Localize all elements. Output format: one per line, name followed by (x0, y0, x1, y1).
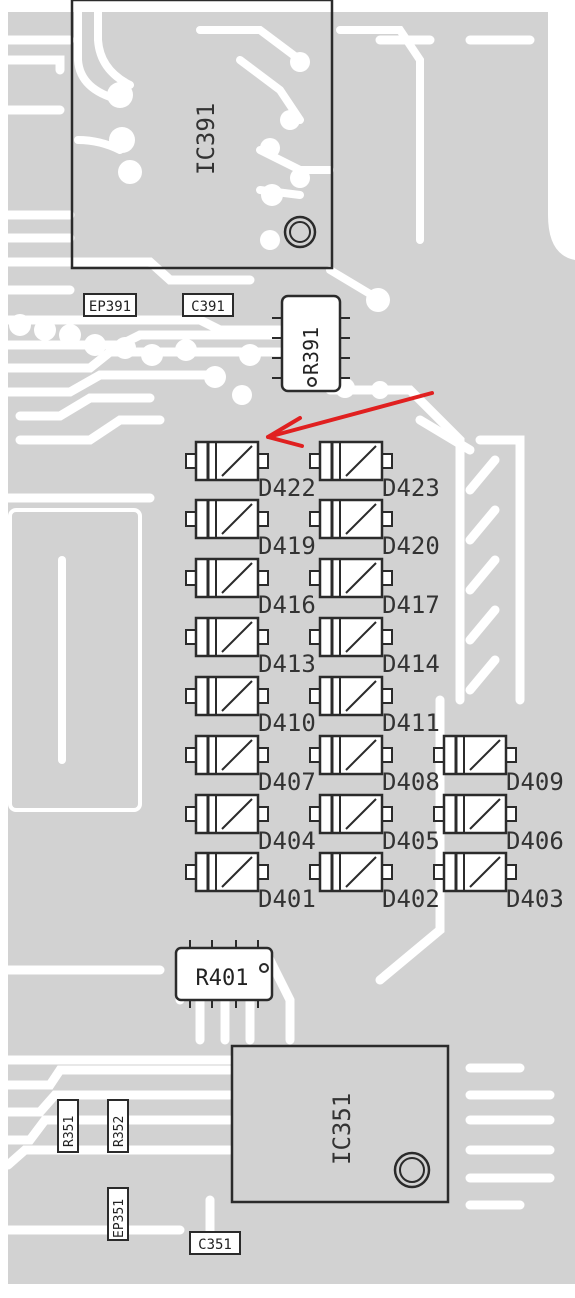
diode-label: D419 (258, 532, 316, 560)
diode-d405: D405 (309, 793, 440, 855)
diode-label: D407 (258, 768, 316, 796)
diode-d413: D413 (185, 616, 316, 678)
r352-label: R352 (112, 1116, 127, 1147)
ic351-stubs (205, 35, 555, 1250)
diode-label: D413 (258, 650, 316, 678)
r351-label: R351 (62, 1116, 77, 1147)
r401-label: R401 (196, 966, 249, 991)
ic391: IC391 (70, 0, 334, 270)
right-traces (175, 385, 525, 1045)
c391: C391 (182, 293, 234, 317)
diode-d419: D419 (185, 498, 316, 560)
r352: R352 (107, 1099, 129, 1153)
diode-d403: D403 (433, 851, 564, 913)
diode-label: D405 (382, 827, 440, 855)
ep351-label: EP351 (112, 1199, 127, 1238)
diode-d414: D414 (309, 616, 440, 678)
r351: R351 (57, 1099, 79, 1153)
annotation-arrow (266, 391, 434, 448)
diode-label: D403 (506, 885, 564, 913)
copper-pour-left (8, 508, 142, 812)
r391: R391 (272, 294, 350, 393)
diode-label: D409 (506, 768, 564, 796)
diode-d417: D417 (309, 557, 440, 619)
diode-d404: D404 (185, 793, 316, 855)
ic391-pads (107, 52, 310, 250)
diode-d420: D420 (309, 498, 440, 560)
ep351: EP351 (107, 1187, 129, 1241)
diode-d423: D423 (309, 440, 440, 502)
diode-d409: D409 (433, 734, 564, 796)
ep391-label: EP391 (89, 299, 131, 315)
diode-label: D401 (258, 885, 316, 913)
diode-label: D406 (506, 827, 564, 855)
diode-label: D422 (258, 474, 316, 502)
ic351-label: IC351 (328, 1093, 356, 1165)
diode-d410: D410 (185, 675, 316, 737)
c351: C351 (189, 1231, 241, 1255)
diode-label: D420 (382, 532, 440, 560)
c351-label: C351 (198, 1237, 232, 1253)
diode-d402: D402 (309, 851, 440, 913)
diode-d406: D406 (433, 793, 564, 855)
diode-label: D404 (258, 827, 316, 855)
diode-d408: D408 (309, 734, 440, 796)
diode-label: D417 (382, 591, 440, 619)
ep391: EP391 (83, 293, 137, 317)
r401: R401 (174, 940, 274, 1008)
diode-d411: D411 (309, 675, 440, 737)
diode-label: D414 (382, 650, 440, 678)
diode-label: D408 (382, 768, 440, 796)
diode-d422: D422 (185, 440, 316, 502)
c391-label: C391 (191, 299, 225, 315)
diode-label: D411 (382, 709, 440, 737)
diode-d416: D416 (185, 557, 316, 619)
ic391-label: IC391 (192, 103, 220, 175)
r391-label: R391 (299, 327, 323, 375)
diode-d407: D407 (185, 734, 316, 796)
diode-d401: D401 (185, 851, 316, 913)
diode-label: D423 (382, 474, 440, 502)
diode-label: D402 (382, 885, 440, 913)
ic351: IC351 (230, 1044, 450, 1204)
diode-label: D410 (258, 709, 316, 737)
diode-label: D416 (258, 591, 316, 619)
